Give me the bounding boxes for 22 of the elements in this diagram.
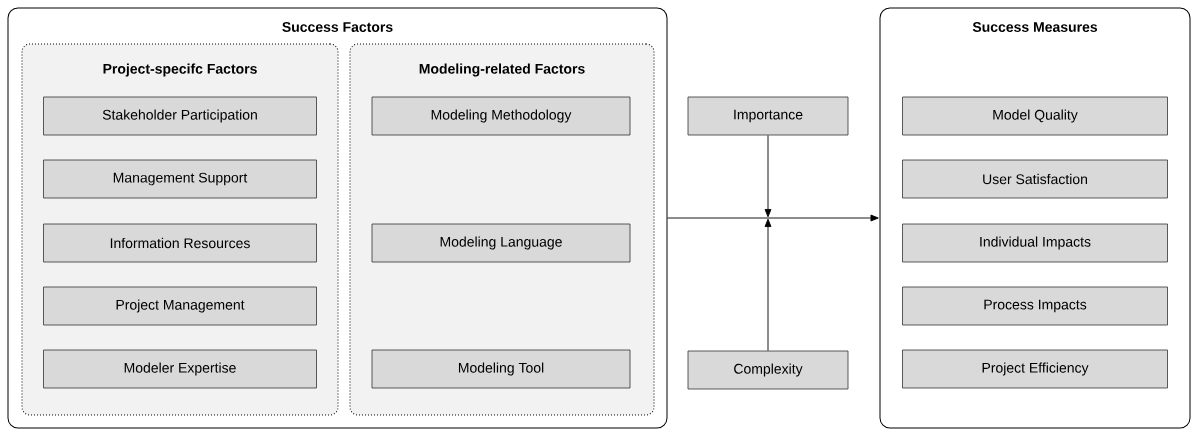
factor-box: User Satisfaction: [902, 159, 1168, 199]
factor-box: Stakeholder Participation: [43, 96, 317, 136]
factor-box: Management Support: [43, 159, 317, 199]
group-title: Project-specifc Factors: [103, 63, 257, 77]
factor-box: Modeler Expertise: [43, 349, 317, 389]
group-title: Success Measures: [972, 22, 1098, 32]
factor-box: Modeling Language: [371, 223, 631, 263]
factor-box: Complexity: [687, 350, 849, 390]
factor-box: Process Impacts: [902, 286, 1168, 326]
factor-box: Project Management: [43, 286, 317, 326]
group-title: Success Factors: [282, 22, 393, 32]
factor-box: Model Quality: [902, 96, 1168, 136]
factor-box: Modeling Methodology: [371, 96, 631, 136]
factor-box: Importance: [687, 96, 849, 136]
factor-box: Project Efficiency: [902, 349, 1168, 389]
arrow: [764, 134, 772, 218]
arrow: [764, 218, 772, 352]
group-title: Modeling-related Factors: [419, 63, 585, 77]
factor-box: Modeling Tool: [371, 349, 631, 389]
arrow: [667, 214, 879, 222]
factor-box: Information Resources: [43, 223, 317, 263]
factor-box: Individual Impacts: [902, 223, 1168, 263]
